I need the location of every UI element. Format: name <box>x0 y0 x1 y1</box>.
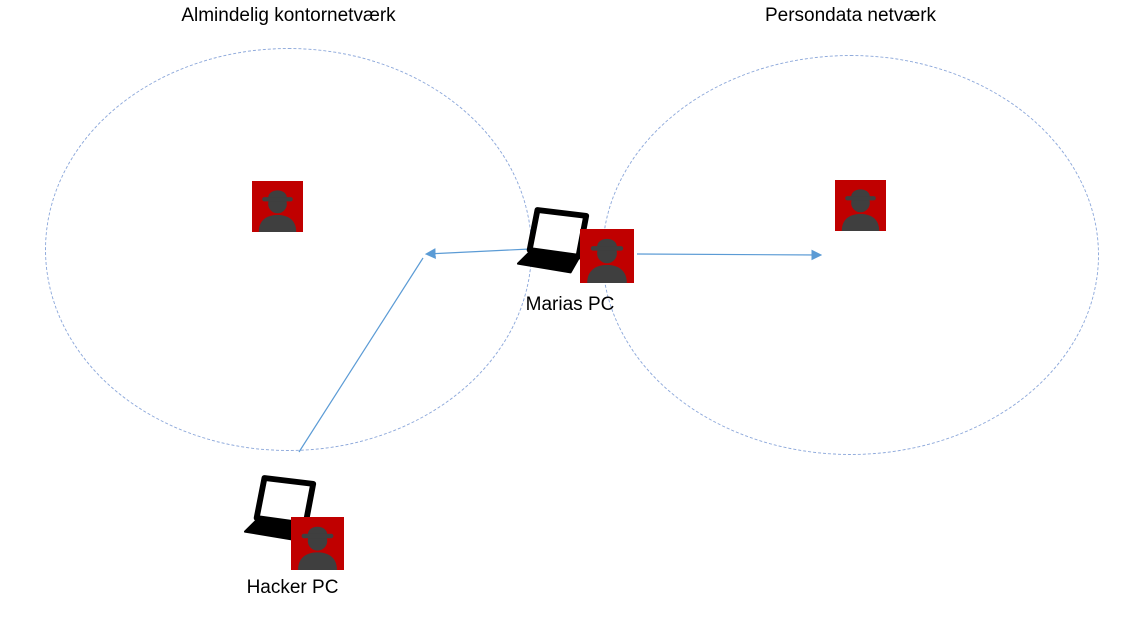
marias-pc-label: Marias PC <box>525 294 615 315</box>
right-network-label: Persondata netværk <box>764 5 937 26</box>
hacker-pc-label: Hacker PC <box>246 577 339 598</box>
line-hacker-to-junction <box>298 257 424 453</box>
arrow-marias-to-left-network <box>424 248 531 259</box>
spy-icon <box>291 517 344 570</box>
laptop-icon <box>516 207 590 274</box>
arrow-marias-to-persondata-network <box>636 249 823 261</box>
spy-icon <box>252 181 303 232</box>
left-network-label: Almindelig kontornetværk <box>181 5 396 26</box>
spy-icon <box>580 229 634 283</box>
spy-icon <box>835 180 886 231</box>
